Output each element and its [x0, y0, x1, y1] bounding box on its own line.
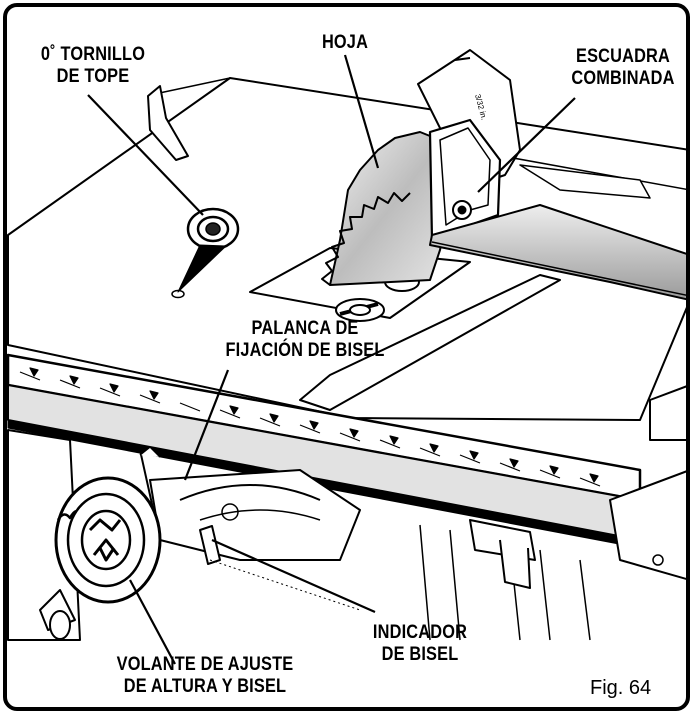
scale-ticks: [19, 367, 601, 487]
label-blade: HOJA: [311, 32, 380, 54]
lock-knob-icon: [335, 298, 385, 322]
label-square-line1: ESCUADRA: [576, 46, 670, 67]
label-bevel-lever: PALANCA DE FIJACIÓN DE BISEL: [215, 318, 396, 362]
stop-screw-icon: [171, 207, 240, 299]
label-bevel-lever-line1: PALANCA DE: [251, 318, 359, 339]
label-stop-screw-line1: 0˚ TORNILLO: [40, 44, 146, 65]
bevel-indicator: [199, 525, 361, 611]
figure-number: Fig. 64: [590, 677, 652, 699]
label-handwheel-line2: DE ALTURA Y BISEL: [123, 676, 287, 697]
label-combination-square: ESCUADRA COMBINADA: [567, 46, 679, 90]
label-stop-screw: 0˚ TORNILLO DE TOPE: [29, 44, 158, 88]
label-handwheel-line1: VOLANTE DE AJUSTE: [116, 654, 294, 675]
label-square-line2: COMBINADA: [571, 68, 675, 89]
label-bevel-indicator-line1: INDICADOR: [372, 622, 468, 643]
label-bevel-indicator-line2: DE BISEL: [381, 644, 459, 665]
label-blade-text: HOJA: [321, 32, 369, 53]
label-handwheel: VOLANTE DE AJUSTE DE ALTURA Y BISEL: [110, 654, 299, 698]
label-bevel-lever-line2: FIJACIÓN DE BISEL: [225, 340, 385, 361]
combination-square: [428, 118, 686, 301]
blade: 3/32 in.: [321, 49, 521, 286]
label-bevel-indicator: INDICADOR DE BISEL: [364, 622, 476, 666]
label-stop-screw-line2: DE TOPE: [56, 66, 130, 87]
handwheel-icon: [39, 476, 162, 640]
